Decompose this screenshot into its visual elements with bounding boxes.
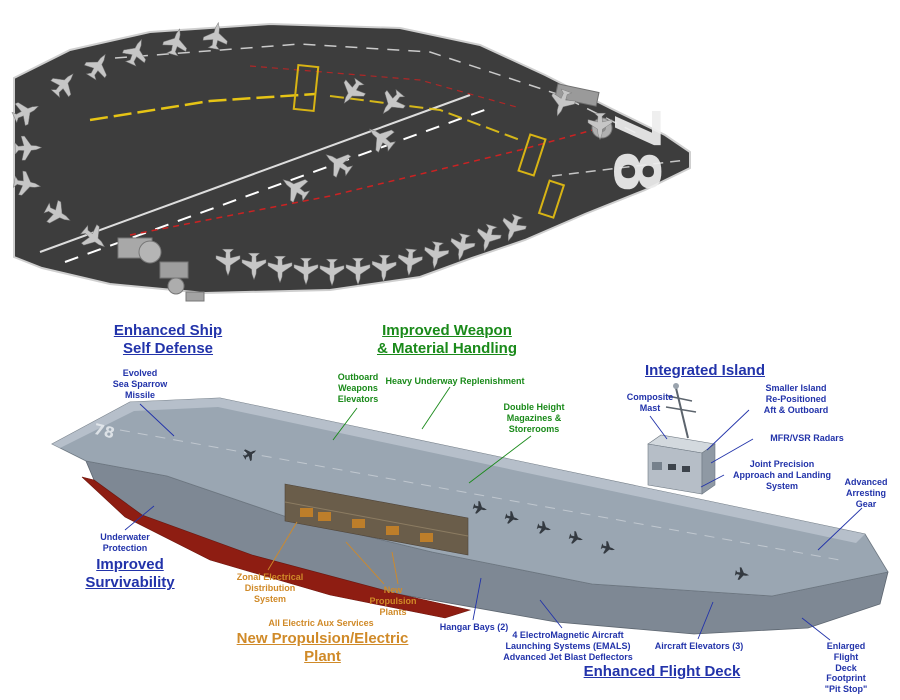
heading-enhanced-ship-self-defense: Enhanced Ship Self Defense [113, 322, 223, 358]
red-deck-line-2 [249, 65, 521, 109]
angled-deck-centerline [64, 107, 491, 263]
weapons-elevator-marking [517, 133, 547, 177]
callout-joint-precision-approach-landing: Joint Precision Approach and Landing Sys… [733, 459, 831, 491]
callout-zonal-electrical-distribution: Zonal Electrical Distribution System [236, 572, 304, 604]
callout-hangar-bays: Hangar Bays (2) [439, 622, 509, 632]
callout-smaller-island-repositioned: Smaller Island Re-Positioned Aft & Outbo… [763, 383, 829, 415]
callout-new-propulsion-plants: New Propulsion Plants [369, 585, 417, 617]
flight-deck-topview: 78 [0, 0, 900, 312]
red-lower-hull [81, 476, 472, 619]
callout-underwater-protection: Underwater Protection [100, 532, 150, 553]
deck-equipment [117, 237, 205, 302]
yellow-deck-line [89, 92, 316, 122]
weapons-elevator-marking [537, 179, 566, 219]
island-structure [647, 383, 716, 495]
hangar-cutaway [284, 483, 469, 556]
callout-all-electric-aux-services: All Electric Aux Services [268, 618, 374, 628]
flight-deck-shape [13, 22, 691, 295]
callout-evolved-sea-sparrow-missile: Evolved Sea Sparrow Missile [112, 368, 168, 400]
callout-leader-lines [124, 386, 863, 641]
heading-integrated-island: Integrated Island [644, 362, 766, 379]
heading-improved-weapon-material-handling: Improved Weapon & Material Handling [376, 322, 518, 358]
axial-deck-line [114, 43, 641, 136]
heading-enhanced-flight-deck: Enhanced Flight Deck [583, 663, 741, 680]
callout-composite-mast: Composite Mast [626, 392, 674, 413]
callout-outboard-weapons-elevators: Outboard Weapons Elevators [337, 372, 379, 404]
deck-axial-marking [119, 429, 841, 561]
cutaway-illustration: 78 [51, 383, 889, 641]
weapons-elevator-marking [292, 63, 320, 113]
callout-enlarged-flight-deck-footprint: Enlarged Flight Deck Footprint "Pit Stop… [824, 641, 868, 695]
cutaway-flight-deck [51, 397, 889, 597]
yellow-deck-line-2 [329, 95, 521, 141]
callout-double-height-magazines: Double Height Magazines & Storerooms [503, 402, 565, 434]
heading-improved-survivability: Improved Survivability [85, 556, 175, 592]
cutaway-section: 78 [0, 312, 900, 700]
angled-deck-foul-line [39, 94, 471, 253]
red-deck-line [129, 127, 601, 236]
callout-mfr-vsr-radars: MFR/VSR Radars [770, 433, 844, 443]
callout-aircraft-elevators: Aircraft Elevators (3) [654, 641, 744, 651]
callout-emals: 4 ElectroMagnetic Aircraft Launching Sys… [503, 630, 633, 662]
heading-new-propulsion-electric-plant: New Propulsion/Electric Plant [236, 630, 409, 666]
cutaway-deck-number: 78 [92, 420, 117, 443]
flight-deck-illustration: 78 [8, 20, 691, 302]
callout-advanced-arresting-gear: Advanced Arresting Gear [844, 477, 888, 509]
bow-centerline [551, 159, 687, 177]
callout-heavy-underway-replenishment: Heavy Underway Replenishment [385, 376, 525, 386]
